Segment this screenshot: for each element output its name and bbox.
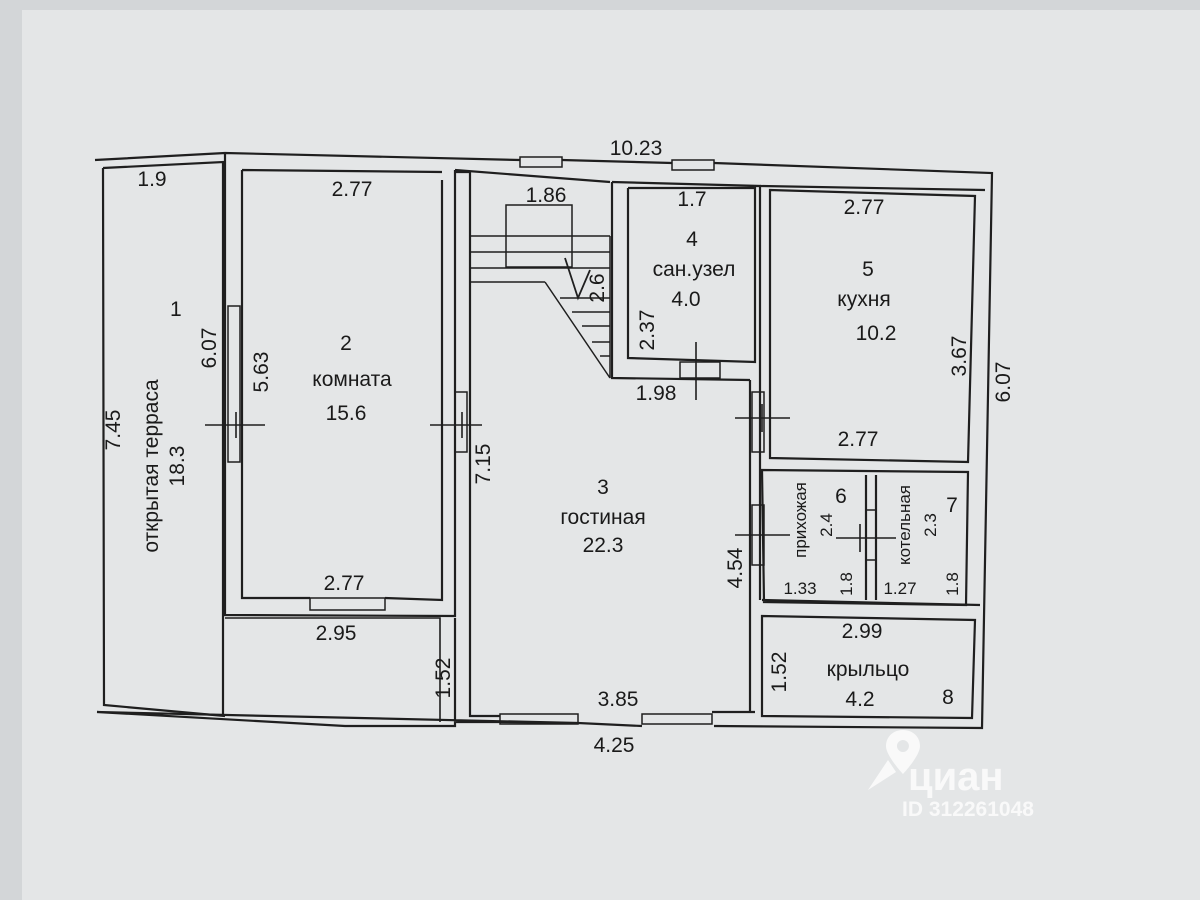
room1-name: открытая терраса: [140, 379, 163, 553]
window-top-1: [519, 156, 563, 168]
dim-living-bottom: 3.85: [598, 688, 639, 711]
dim-stair-top: 1.86: [526, 184, 567, 207]
window-living-bottom-1: [499, 713, 579, 725]
room6-name: прихожая: [791, 482, 810, 558]
room5-name: кухня: [837, 288, 890, 311]
room-labels: 1 открытая терраса 18.3 2 комната 15.6 3…: [140, 228, 958, 711]
room4-name: сан.узел: [653, 258, 736, 281]
dim-porch-side: 1.52: [768, 652, 791, 693]
door-bath: [679, 361, 721, 379]
window-top-2: [671, 159, 715, 171]
dim-terrace-step: 1.52: [432, 658, 455, 699]
dimension-labels: 10.23 1.9 2.77 1.86 1.7 2.77 7.45 6.07 5…: [102, 137, 1015, 757]
room7-area: 2.3: [921, 513, 940, 537]
room1-number: 1: [170, 298, 182, 321]
watermark: циан ID 312261048: [868, 730, 1034, 821]
map-pin-icon: [868, 730, 920, 790]
stairs: [470, 204, 611, 379]
paper-sheet: [22, 10, 1200, 900]
dim-boiler-width: 1.27: [883, 579, 916, 598]
dim-overall-top: 10.23: [610, 137, 663, 160]
dim-kitchen-top: 2.77: [844, 196, 885, 219]
living-walls: [454, 168, 755, 718]
door-marks: [205, 342, 896, 552]
dim-hall-width: 1.33: [783, 579, 816, 598]
dim-living-side: 4.54: [724, 547, 747, 588]
kitchen-walls: [758, 184, 986, 600]
room2-area: 15.6: [326, 402, 367, 425]
room5-area: 10.2: [856, 322, 897, 345]
room1-area: 18.3: [166, 446, 189, 487]
room6-number: 6: [835, 485, 847, 508]
room3-area: 22.3: [583, 534, 624, 557]
room3-name: гостиная: [560, 506, 645, 529]
dim-room2-side: 5.63: [250, 352, 273, 393]
room8-area: 4.2: [845, 688, 874, 711]
room7-number: 7: [946, 494, 958, 517]
door-kitchen: [751, 391, 765, 453]
room5-number: 5: [862, 258, 874, 281]
watermark-id: ID 312261048: [902, 798, 1034, 821]
door-boiler: [865, 509, 877, 561]
dim-terrace-left: 7.45: [102, 410, 125, 451]
dim-overall-bottom: 4.25: [594, 734, 635, 757]
terrace-step: [225, 617, 441, 722]
outer-wall-inner: [101, 160, 226, 718]
room2-walls: [223, 153, 457, 618]
dim-living-left: 7.15: [472, 444, 495, 485]
walls: [94, 151, 994, 730]
dim-hall-depth: 1.8: [837, 572, 856, 596]
dim-bath-top: 1.7: [677, 188, 706, 211]
dim-boiler-depth: 1.8: [943, 572, 962, 596]
dim-terrace-bottom: 2.95: [316, 622, 357, 645]
dim-terrace-top: 1.9: [137, 168, 166, 191]
dim-room2-bottom: 2.77: [324, 572, 365, 595]
porch-walls: [760, 614, 977, 720]
dim-overall-right: 6.07: [992, 362, 1015, 403]
dim-bath-bottom: 1.98: [636, 382, 677, 405]
dim-stair-run: 2.6: [586, 273, 609, 302]
room4-area: 4.0: [671, 288, 700, 311]
room6-area: 2.4: [817, 513, 836, 537]
room3-number: 3: [597, 476, 609, 499]
room8-name: крыльцо: [827, 658, 910, 681]
dim-room2-top: 2.77: [332, 178, 373, 201]
door-room2: [454, 391, 468, 453]
dim-bath-side: 2.37: [636, 310, 659, 351]
dim-kitchen-bottom: 2.77: [838, 428, 879, 451]
room4-number: 4: [686, 228, 698, 251]
room2-name: комната: [312, 368, 392, 391]
dim-terrace-inner: 6.07: [198, 328, 221, 369]
window-room2-bottom: [309, 597, 386, 611]
window-living-bottom-2: [641, 713, 713, 725]
dim-porch-top: 2.99: [842, 620, 883, 643]
room8-number: 8: [942, 686, 954, 709]
window-room2-left: [227, 305, 241, 463]
room7-name: котельная: [895, 485, 914, 565]
room2-number: 2: [340, 332, 352, 355]
watermark-brand: циан: [908, 755, 1004, 799]
dim-kitchen-side: 3.67: [948, 336, 971, 377]
